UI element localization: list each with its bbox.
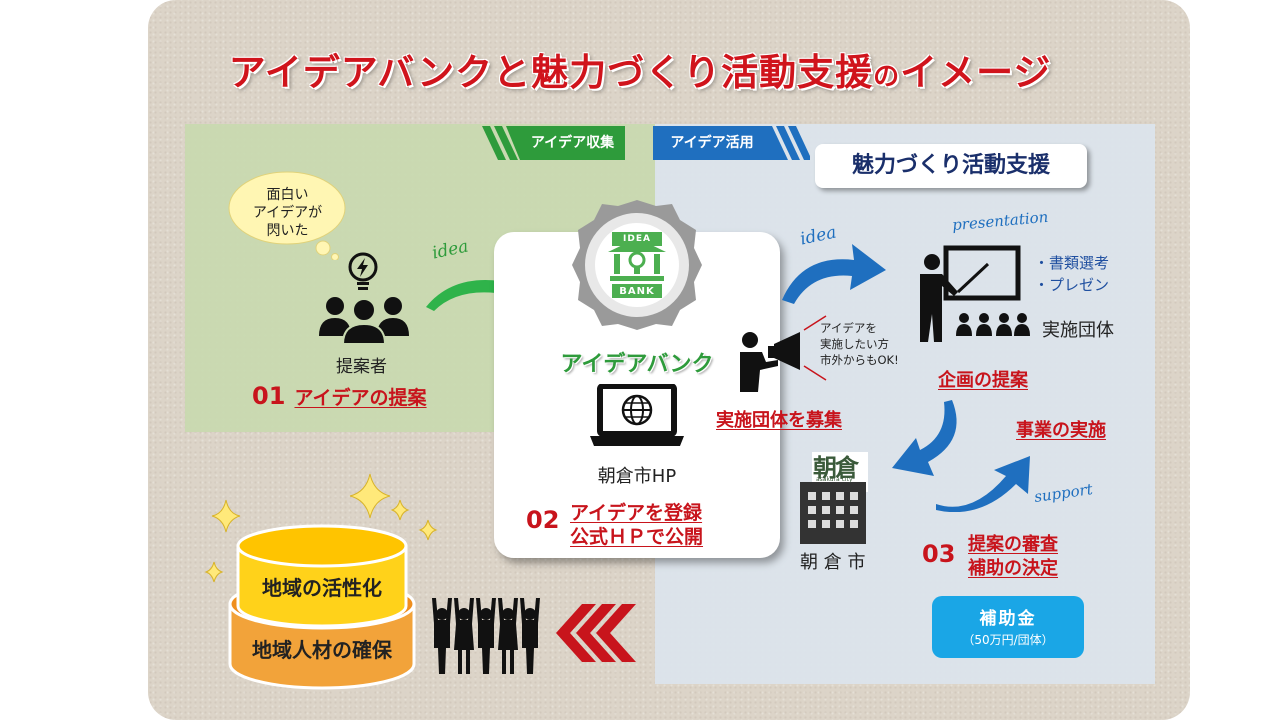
outcome-bottom: 地域人材の確保 xyxy=(252,638,392,662)
step-01-number: 01 xyxy=(252,382,286,410)
tag-idea-usage: アイデア活用 xyxy=(653,126,771,160)
tag-idea-collection: アイデア収集 xyxy=(520,126,625,160)
city-label: 朝 倉 市 xyxy=(800,552,866,573)
laptop-icon xyxy=(590,384,684,446)
activity-support-box: 魅力づくり活動支援 xyxy=(815,144,1087,188)
chevrons-left-icon xyxy=(556,604,636,662)
bubble-line-1: 面白い xyxy=(266,187,309,203)
outcome-cylinders-icon xyxy=(228,524,416,690)
title-end: イメージ xyxy=(900,51,1052,94)
recruit-note-1: アイデアを xyxy=(820,321,877,335)
sparkle-icons xyxy=(204,473,438,583)
recruit-note: アイデアを 実施したい方 市外からもOK! xyxy=(820,320,899,368)
city-hall-building-icon xyxy=(800,452,868,544)
speech-lines-icon xyxy=(803,315,827,381)
blue-arrow-icon xyxy=(782,244,886,304)
thought-bubble-icon xyxy=(228,171,346,260)
group-label: 実施団体 xyxy=(1042,320,1114,341)
bank-badge-icon xyxy=(572,200,702,330)
megaphone-person-icon xyxy=(740,332,800,392)
proposer-label: 提案者 xyxy=(336,357,387,377)
people-group-icon xyxy=(319,297,409,344)
subsidy-label: 補助金 xyxy=(979,609,1037,629)
title-particle: の xyxy=(873,62,901,92)
recruit-action: 実施団体を募集 xyxy=(716,410,842,431)
step-02-action-2: 公式ＨＰで公開 xyxy=(570,526,704,548)
presenter-icon xyxy=(920,245,1030,342)
cheering-people-icon xyxy=(432,598,540,674)
implement-action: 事業の実施 xyxy=(1016,420,1106,441)
subsidy-amount: （50万円/団体） xyxy=(962,633,1054,647)
page-title: アイデアバンクと魅力づくり活動支援のイメージ xyxy=(0,42,1280,96)
step-03-action-2: 補助の決定 xyxy=(968,558,1058,579)
bubble-line-3: 閃いた xyxy=(266,223,309,239)
up-curve-arrow-icon xyxy=(936,456,1030,512)
badge-top-text: IDEA xyxy=(623,234,651,244)
recruit-note-2: 実施したい方 xyxy=(820,337,889,351)
blue-stripe-icon xyxy=(770,126,810,160)
selection-bullets: ・書類選考 ・プレゼン xyxy=(1034,252,1109,296)
bullet-document-screening: ・書類選考 xyxy=(1034,254,1110,272)
step-03-action-1: 提案の審査 xyxy=(968,534,1058,555)
subsidy-box: 補助金 （50万円/団体） xyxy=(932,596,1084,658)
idea-bank-name: アイデアバンク xyxy=(560,352,714,377)
hp-label: 朝倉市HP xyxy=(597,466,677,487)
green-stripe-icon xyxy=(482,126,522,160)
lightbulb-icon xyxy=(348,252,378,290)
bullet-presentation: ・プレゼン xyxy=(1034,276,1110,294)
recruit-note-3: 市外からもOK! xyxy=(820,353,899,367)
step-01: 01 アイデアの提案 xyxy=(252,382,427,410)
title-main: アイデアバンクと魅力づくり活動支援 xyxy=(228,51,874,94)
step-01-action: アイデアの提案 xyxy=(294,387,427,409)
city-logo: 朝倉 xyxy=(813,454,859,482)
step-02-action-1: アイデアを登録 xyxy=(570,502,703,524)
proposal-action: 企画の提案 xyxy=(938,370,1028,391)
bubble-line-2: アイデアが xyxy=(252,205,323,221)
step-02-number: 02 xyxy=(526,506,560,534)
step-03-number: 03 xyxy=(922,540,956,568)
down-curve-arrow-icon xyxy=(892,400,957,476)
bubble-text: 面白い アイデアが 閃いた xyxy=(240,186,335,240)
outcome-top: 地域の活性化 xyxy=(262,576,382,600)
badge-bottom-text: BANK xyxy=(619,286,655,297)
city-logo-sub: asakura city xyxy=(816,476,853,483)
